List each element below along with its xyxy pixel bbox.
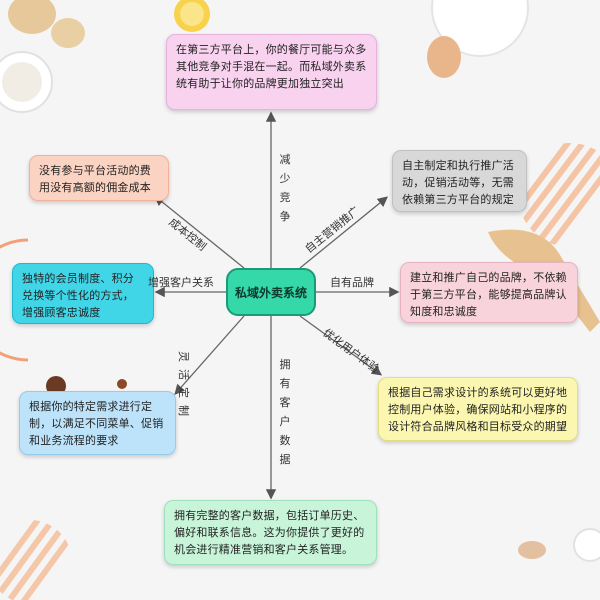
node-top-text: 在第三方平台上，你的餐厅可能与众多其他竞争对手混在一起。而私域外卖系统有助于让你… xyxy=(176,43,367,90)
center-node-label: 私域外卖系统 xyxy=(234,285,307,300)
edge-label-top: 减少竞争 xyxy=(279,153,291,223)
node-left-text: 独特的会员制度、积分兑换等个性化的方式，增强顾客忠诚度 xyxy=(22,272,134,319)
garlic-image xyxy=(8,0,56,34)
node-upper-right: 自主制定和执行推广活动，促销活动等，无需依赖第三方平台的规定 xyxy=(392,150,527,212)
edge-label-lower-left: 灵活定制 xyxy=(177,351,190,423)
node-lower-right: 根据自己需求设计的系统可以更好地控制用户体验，确保网站和小程序的设计符合品牌风格… xyxy=(378,377,578,441)
node-upper-left-text: 没有参与平台活动的费用没有高额的佣金成本 xyxy=(39,164,151,194)
center-node: 私域外卖系统 xyxy=(226,268,316,316)
node-right-text: 建立和推广自己的品牌，不依赖于第三方平台，能够提高品牌认知度和忠诚度 xyxy=(410,271,567,318)
edge-label-bottom: 拥有客户数据 xyxy=(279,358,291,466)
edge-line-upper-left xyxy=(153,195,245,269)
node-upper-right-text: 自主制定和执行推广活动，促销活动等，无需依赖第三方平台的规定 xyxy=(402,159,514,206)
edge-line-upper-right xyxy=(299,196,389,269)
node-right: 建立和推广自己的品牌，不依赖于第三方平台，能够提高品牌认知度和忠诚度 xyxy=(400,262,578,323)
node-bottom-text: 拥有完整的客户数据，包括订单历史、偏好和联系信息。这为你提供了更好的机会进行精准… xyxy=(174,509,365,556)
node-bottom: 拥有完整的客户数据，包括订单历史、偏好和联系信息。这为你提供了更好的机会进行精准… xyxy=(164,500,377,565)
node-lower-left: 根据你的特定需求进行定制，以满足不同菜单、促销和业务流程的要求 xyxy=(19,391,176,455)
small-bowl-image xyxy=(573,528,600,562)
node-lower-right-text: 根据自己需求设计的系统可以更好地控制用户体验，确保网站和小程序的设计符合品牌风格… xyxy=(388,386,568,433)
node-lower-left-text: 根据你的特定需求进行定制，以满足不同菜单、促销和业务流程的要求 xyxy=(29,400,164,447)
orange-arc-decoration xyxy=(0,238,29,362)
node-left: 独特的会员制度、积分兑换等个性化的方式，增强顾客忠诚度 xyxy=(12,263,154,324)
egg-image xyxy=(427,36,461,78)
edge-label-left: 增强客户关系 xyxy=(148,276,214,289)
node-top: 在第三方平台上，你的餐厅可能与众多其他竞争对手混在一起。而私域外卖系统有助于让你… xyxy=(166,34,377,110)
node-upper-left: 没有参与平台活动的费用没有高额的佣金成本 xyxy=(29,155,169,201)
plate-image xyxy=(431,0,529,57)
edge-line-lower-left xyxy=(174,315,245,395)
edge-line-lower-right xyxy=(299,315,383,376)
garlic-clove-image xyxy=(518,541,546,559)
edge-label-right: 自有品牌 xyxy=(330,276,374,289)
